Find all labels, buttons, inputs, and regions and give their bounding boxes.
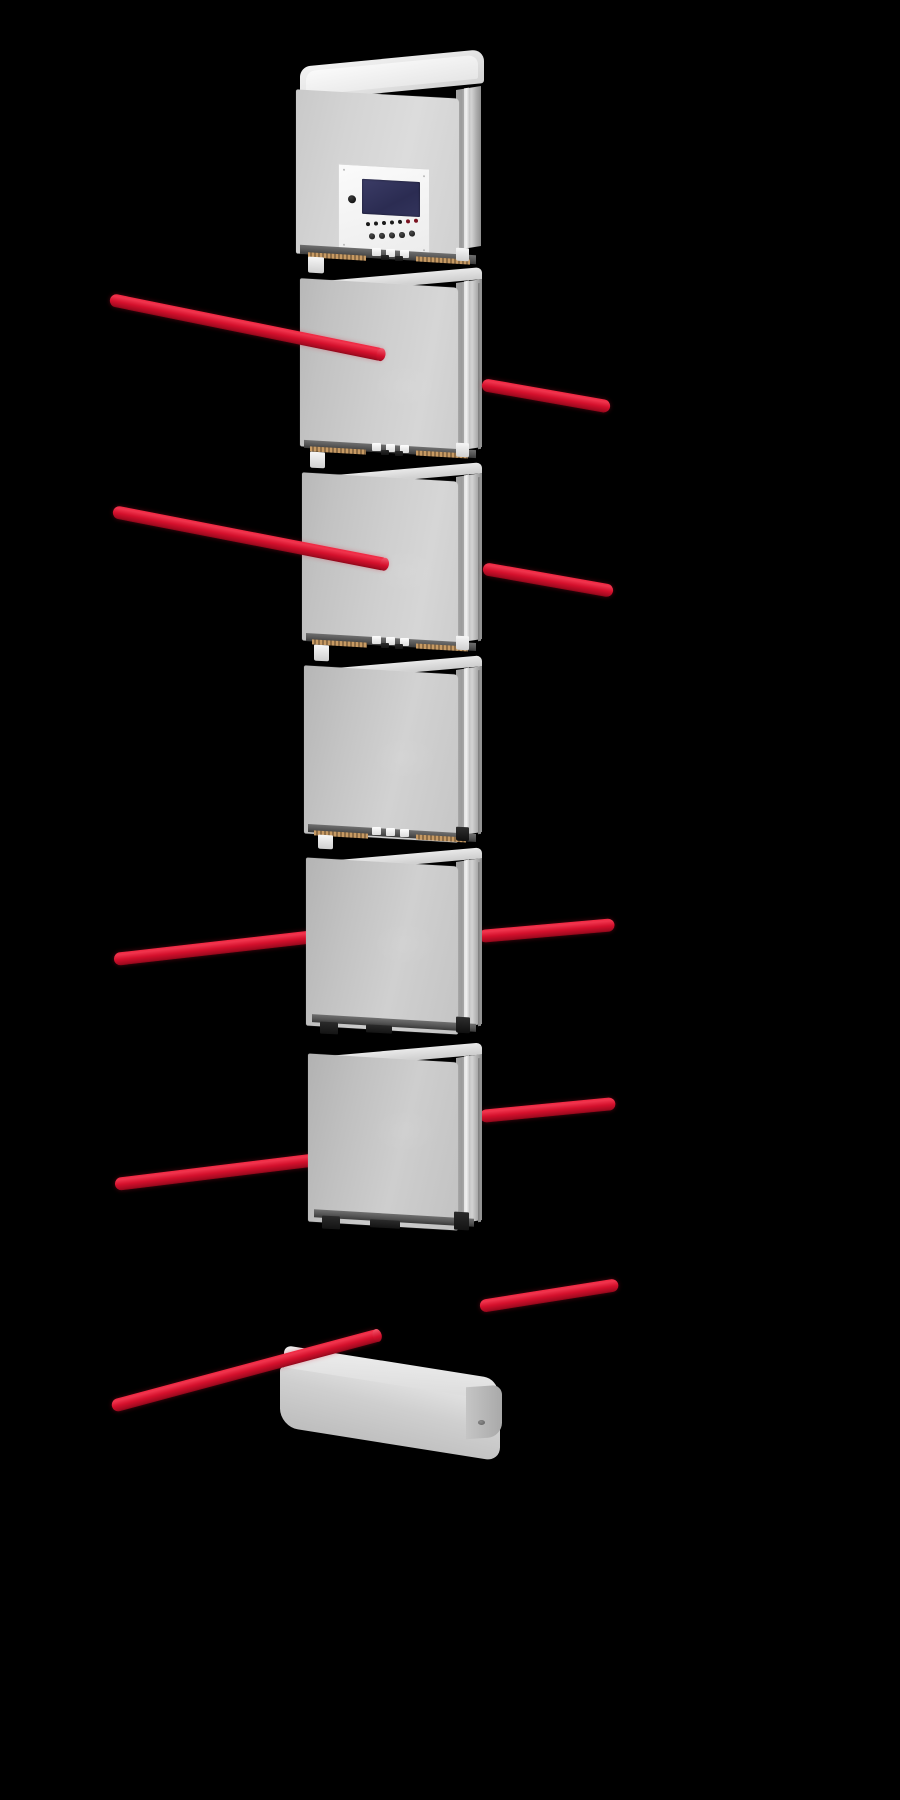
rod-contact-shadow (370, 921, 440, 967)
side-highlight (464, 87, 469, 249)
status-led-1 (366, 221, 370, 227)
keypad-button-4[interactable] (399, 231, 405, 238)
side-highlight (464, 474, 469, 642)
lcd-screen[interactable] (362, 178, 420, 218)
connector-block-1 (372, 443, 381, 451)
status-led-2 (374, 221, 378, 226)
panel-screw-tl (343, 168, 345, 171)
connector-block-3 (400, 638, 409, 646)
connector-dark-2 (366, 1024, 392, 1034)
status-led-3 (382, 220, 386, 226)
mount-foot-right (456, 247, 469, 262)
connector-block-2 (386, 637, 395, 645)
mount-foot-right (456, 442, 469, 458)
connector-dark-3 (454, 1211, 469, 1231)
connector-dark-1 (320, 1021, 338, 1035)
mount-foot-right (456, 1016, 470, 1034)
mount-foot-left (310, 451, 325, 469)
side-highlight (464, 667, 469, 835)
control-panel (338, 163, 430, 257)
connector-block-1 (372, 248, 381, 256)
connector-dark-2 (395, 644, 403, 649)
mount-foot-right (456, 635, 469, 651)
status-led-7 (414, 218, 418, 223)
side-highlight (464, 280, 469, 450)
keypad-button-3[interactable] (389, 232, 395, 239)
connector-block-2 (386, 828, 395, 836)
callout-rod-right-5 (479, 1096, 616, 1123)
connector-block-3 (400, 250, 409, 258)
connector-block-3 (400, 445, 409, 453)
connector-dark-2 (370, 1219, 400, 1229)
connector-dark-1 (381, 450, 389, 455)
side-edge (478, 1057, 481, 1223)
mount-foot-left (308, 256, 324, 274)
rod-contact-shadow (370, 1108, 440, 1154)
keypad-button-2[interactable] (379, 232, 385, 239)
side-highlight (464, 859, 469, 1027)
connector-block-1 (372, 827, 381, 835)
status-led-6 (406, 219, 410, 224)
connector-dark-1 (381, 255, 389, 260)
enclosure-front (300, 278, 458, 456)
mount-foot-left (314, 644, 329, 662)
connector-dark-2 (395, 256, 403, 261)
side-edge (478, 861, 481, 1027)
side-edge (478, 669, 481, 835)
connector-block-2 (386, 444, 395, 452)
base-mount-hole (478, 1420, 485, 1425)
panel-screw-tr (423, 175, 425, 178)
connector-dark-2 (395, 451, 403, 456)
panel-screw-br (423, 249, 425, 252)
side-highlight (464, 1055, 469, 1223)
rod-cap (371, 1328, 384, 1343)
callout-rod-right-2 (480, 378, 612, 414)
rod-contact-shadow (370, 363, 440, 409)
connector-dark-1 (381, 643, 389, 648)
connector-block-1 (372, 636, 381, 644)
panel-screw-bl (343, 243, 345, 246)
rod-contact-shadow (370, 548, 440, 594)
keypad-button-5[interactable] (409, 230, 415, 237)
mount-foot-left (318, 834, 333, 850)
status-led-5 (398, 219, 402, 225)
mount-foot-right (456, 826, 469, 842)
callout-rod-right-3 (481, 562, 615, 598)
connector-block-2 (386, 249, 395, 257)
side-edge (478, 476, 481, 642)
rod-contact-shadow (370, 735, 440, 781)
connector-block-3 (400, 829, 409, 837)
ir-sensor (348, 194, 356, 204)
keypad-button-1[interactable] (369, 233, 375, 239)
status-led-4 (390, 220, 394, 225)
callout-rod-right-4 (478, 918, 616, 943)
connector-dark-1 (322, 1215, 340, 1230)
callout-rod-right-6 (478, 1278, 620, 1313)
side-edge (478, 282, 481, 450)
base-side-face (466, 1384, 502, 1440)
